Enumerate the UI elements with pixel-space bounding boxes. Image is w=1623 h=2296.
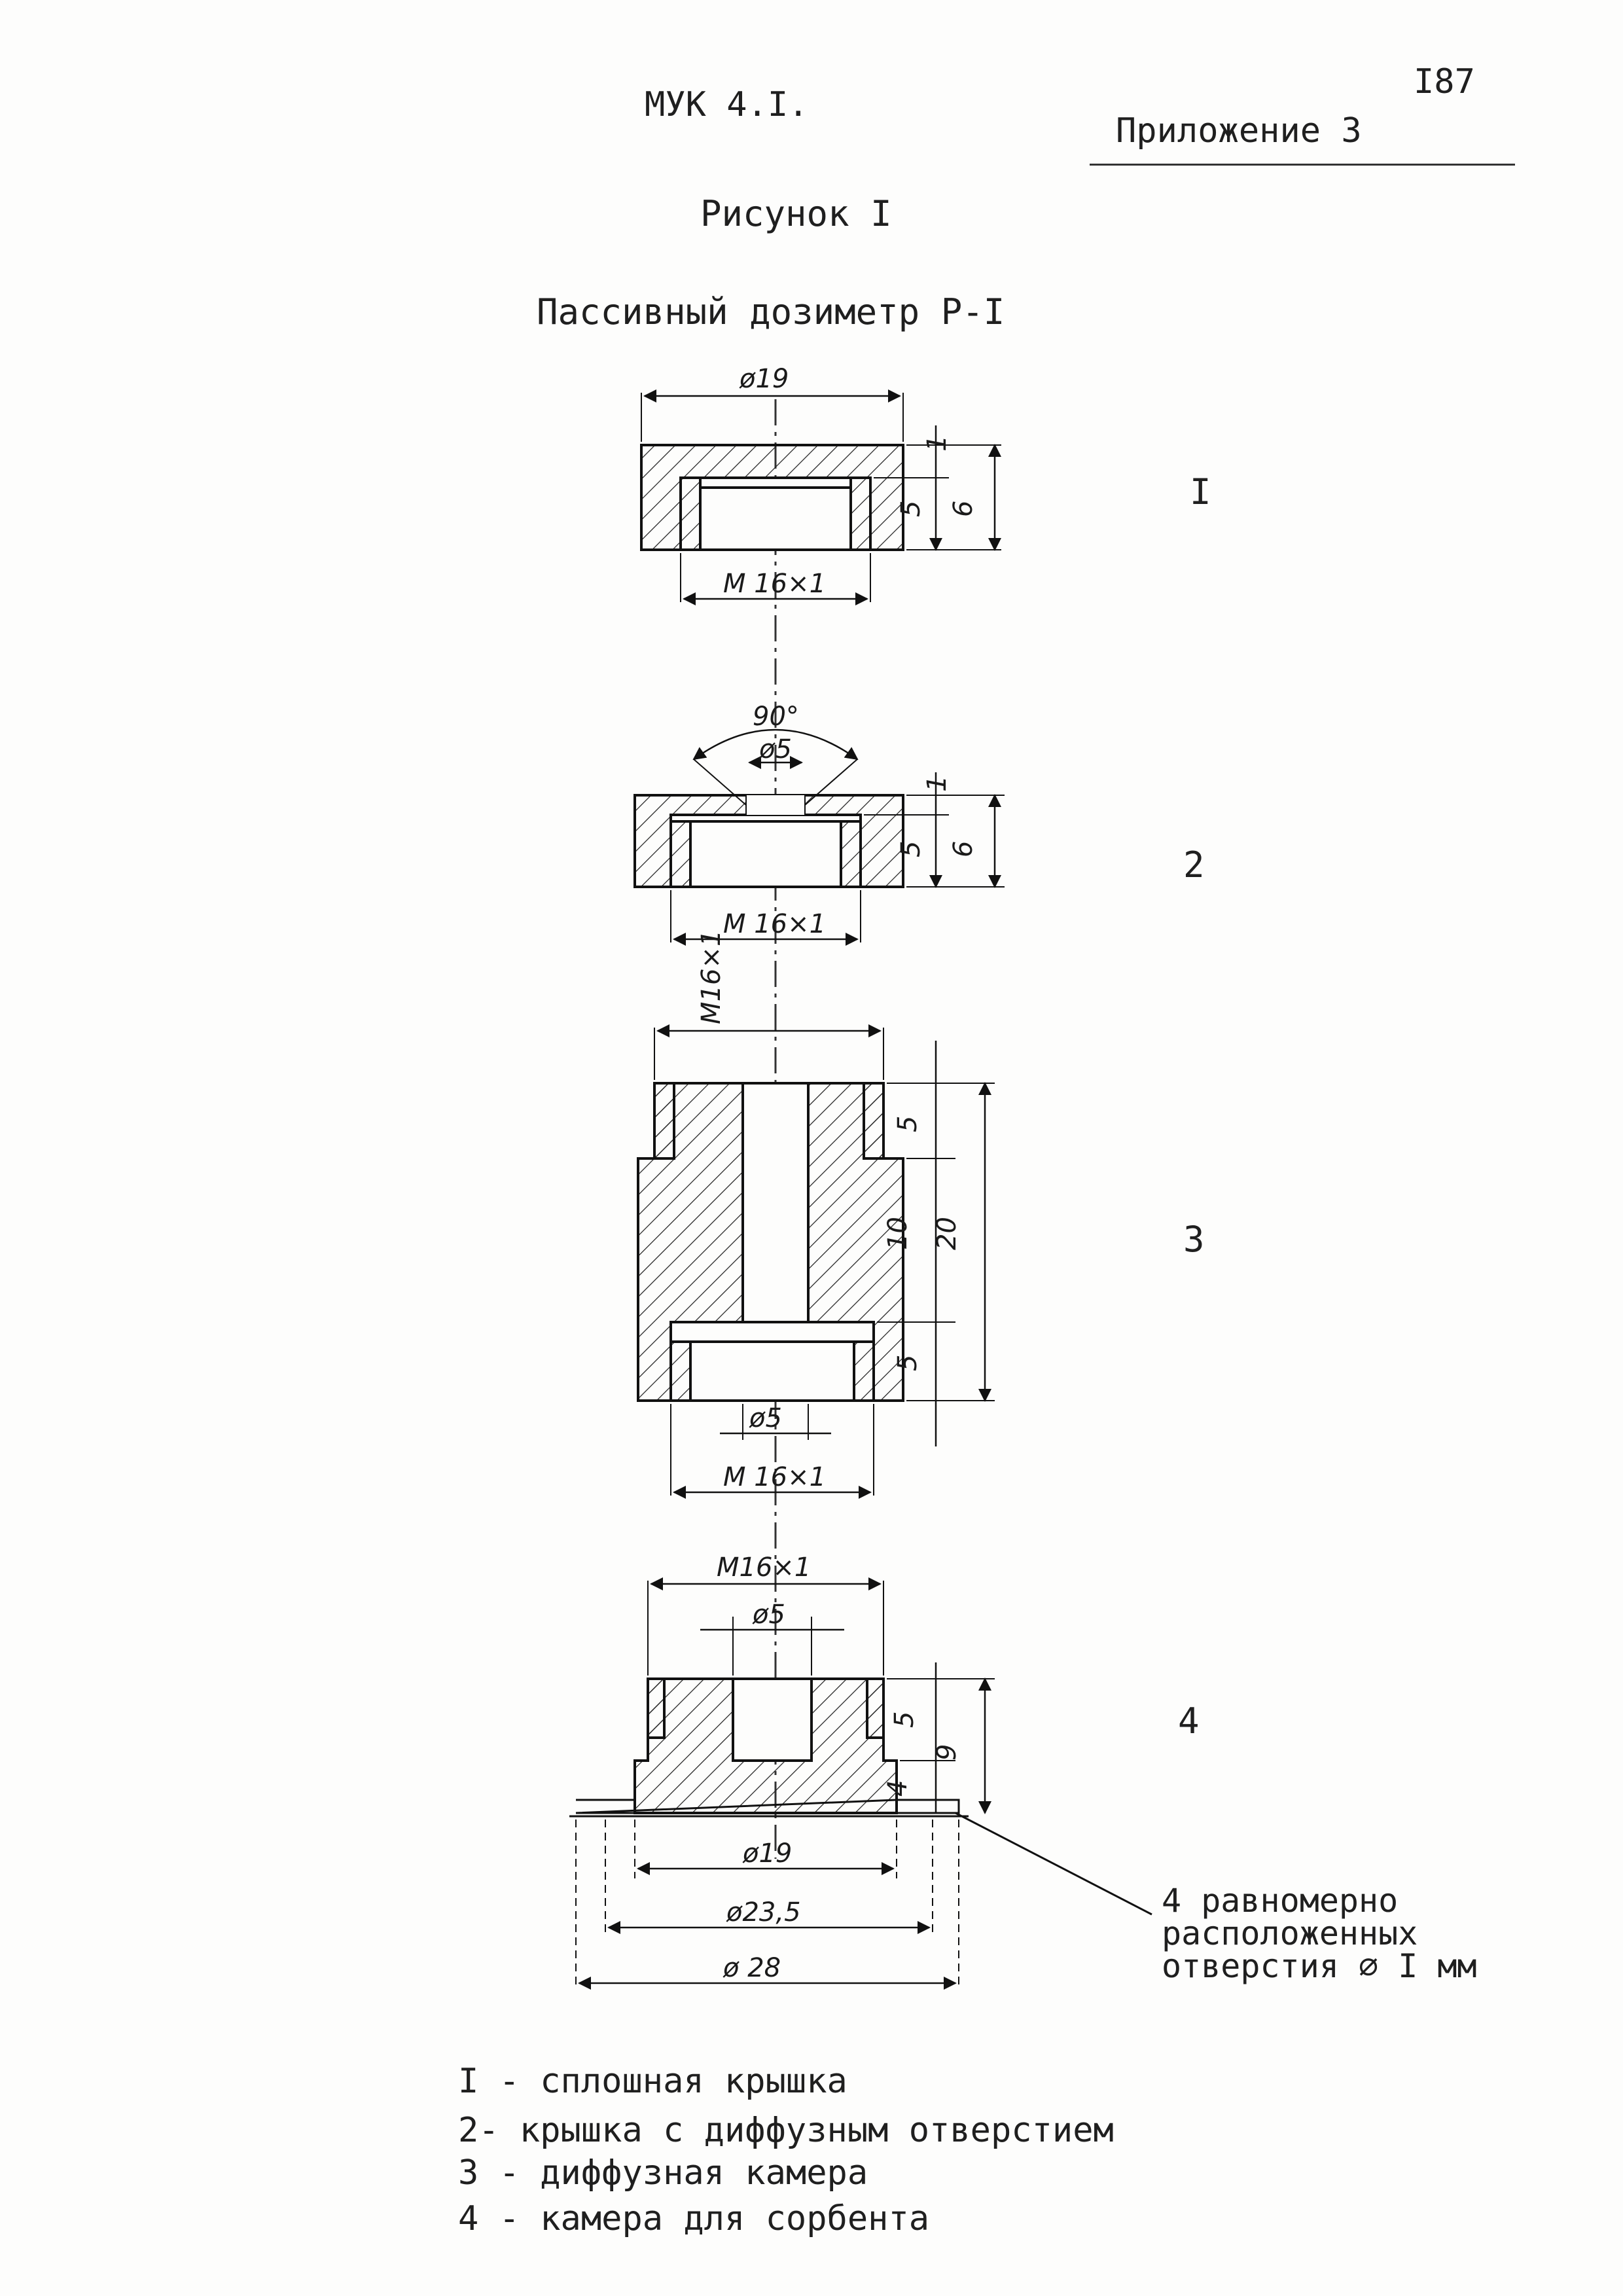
part-1-cap [640,389,1001,605]
part-number-2: 2 [1183,844,1205,886]
p4-dim-upper: 5 [889,1712,919,1728]
figure-number: Рисунок I [700,193,892,234]
p3-dim-upper: 5 [893,1116,923,1132]
page-number: I87 [1414,62,1475,101]
p2-dim-hole: ø5 [758,734,792,764]
p4-dim-thread: М16×1 [717,1552,811,1583]
p1-dim-inner: 5 [896,501,926,517]
p2-dim-total: 6 [948,841,978,857]
p3-dim-total: 20 [932,1217,962,1250]
p4-dim-hole: ø5 [752,1600,785,1630]
p1-dim-total: 6 [948,501,978,517]
legend-item-2: 2- крышка с диффузным отверстием [458,2111,1114,2150]
p1-dim-thread: М 16×1 [723,569,826,599]
p3-dim-thread-top: М16×1 [696,930,726,1024]
part-number-1: I [1190,471,1211,512]
p3-dim-thread-bottom: М 16×1 [723,1462,826,1492]
document-code: МУК 4.I. [645,85,809,124]
legend-item-4: 4 - камера для сорбента [458,2199,930,2238]
p1-dim-top: 1 [922,435,952,452]
p2-dim-angle: 90° [753,702,799,732]
part-3-chamber [637,1024,995,1499]
p3-dim-lower: 5 [893,1355,923,1371]
p1-dim-diameter: ø19 [739,364,789,394]
p4-dim-d1: ø19 [742,1839,792,1869]
p2-dim-top: 1 [922,776,952,792]
part-number-4: 4 [1178,1700,1200,1742]
p2-dim-inner: 5 [896,841,926,857]
legend-item-3: 3 - диффузная камера [458,2153,868,2193]
part-number-3: 3 [1183,1219,1205,1260]
holes-note-line-1: 4 равномерно [1162,1882,1399,1920]
p4-dim-flange: 4 [883,1780,913,1797]
p2-dim-thread: М 16×1 [723,909,826,939]
figure-caption: Пассивный дозиметр Р-I [537,291,1005,332]
p3-dim-hole: ø5 [749,1403,782,1433]
holes-note-line-3: отверстия ∅ I мм [1162,1947,1477,1985]
holes-note-line-2: расположенных [1162,1914,1418,1952]
p4-dim-total: 9 [932,1744,962,1761]
appendix-label: Приложение 3 [1116,111,1362,151]
legend-item-1: I - сплошная крышка [458,2062,847,2101]
p3-dim-middle: 10 [883,1217,913,1250]
part-2-cap [633,728,1005,946]
header-rule [1090,164,1515,166]
part-4-chamber [569,1577,1152,1990]
p4-dim-d2: ø23,5 [726,1897,801,1928]
p4-dim-d3: ø 28 [722,1953,781,1983]
